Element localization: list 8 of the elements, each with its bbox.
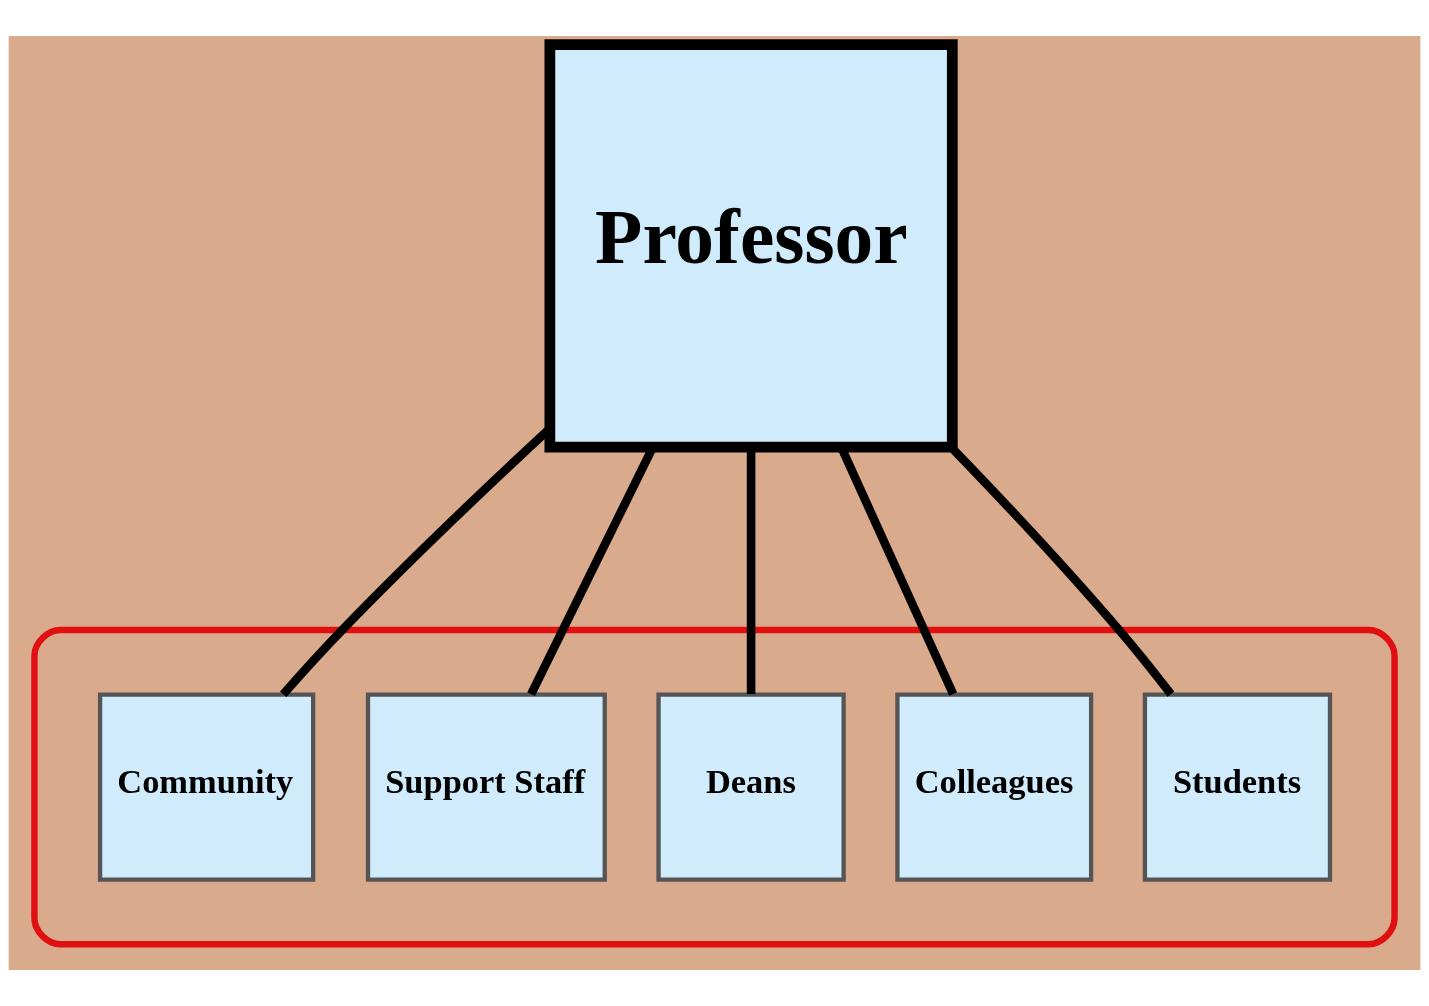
node-box: Community <box>97 692 316 882</box>
cluster <box>31 626 1398 948</box>
connector <box>948 444 1175 697</box>
node-box: Professor <box>544 39 958 453</box>
node-box: Support Staff <box>365 692 607 882</box>
node-box: Deans <box>656 692 846 882</box>
node-box: Colleagues <box>895 692 1094 882</box>
node-box: Students <box>1142 692 1333 882</box>
